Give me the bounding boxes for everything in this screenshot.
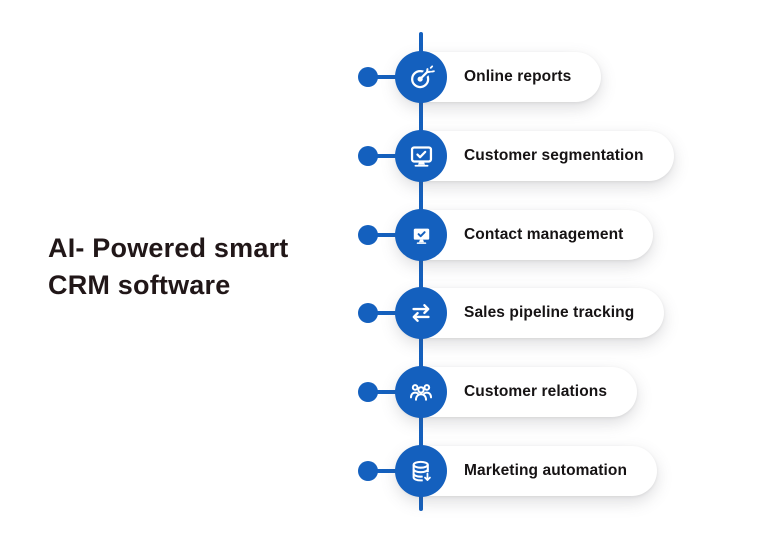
transfer-arrows-icon bbox=[395, 287, 447, 339]
feature-label: Marketing automation bbox=[464, 462, 628, 479]
monitor-check-filled-icon bbox=[395, 209, 447, 261]
row-dot bbox=[358, 225, 378, 245]
feature-label: Customer relations bbox=[464, 383, 608, 400]
feature-label: Online reports bbox=[464, 68, 572, 85]
row-dot bbox=[358, 67, 378, 87]
timeline-row: Contact management bbox=[0, 209, 768, 261]
row-dot bbox=[358, 303, 378, 323]
row-connector-line bbox=[366, 154, 400, 158]
people-group-icon bbox=[395, 366, 447, 418]
timeline-row: Customer segmentation bbox=[0, 130, 768, 182]
timeline-row: Customer relations bbox=[0, 366, 768, 418]
row-dot bbox=[358, 461, 378, 481]
row-connector-line bbox=[366, 469, 400, 473]
row-connector-line bbox=[366, 390, 400, 394]
target-dart-icon bbox=[395, 51, 447, 103]
page-title: AI- Powered smart CRM software bbox=[48, 233, 289, 300]
monitor-check-outline-icon bbox=[395, 130, 447, 182]
row-connector-line bbox=[366, 233, 400, 237]
feature-label: Contact management bbox=[464, 226, 624, 243]
row-dot bbox=[358, 146, 378, 166]
timeline-row: Marketing automation bbox=[0, 445, 768, 497]
row-dot bbox=[358, 382, 378, 402]
row-connector-line bbox=[366, 311, 400, 315]
database-download-icon bbox=[395, 445, 447, 497]
feature-label: Customer segmentation bbox=[464, 147, 644, 164]
timeline-spine bbox=[419, 32, 423, 511]
timeline-row: Sales pipeline tracking bbox=[0, 287, 768, 339]
row-connector-line bbox=[366, 75, 400, 79]
timeline-row: Online reports bbox=[0, 51, 768, 103]
feature-label: Sales pipeline tracking bbox=[464, 304, 635, 321]
